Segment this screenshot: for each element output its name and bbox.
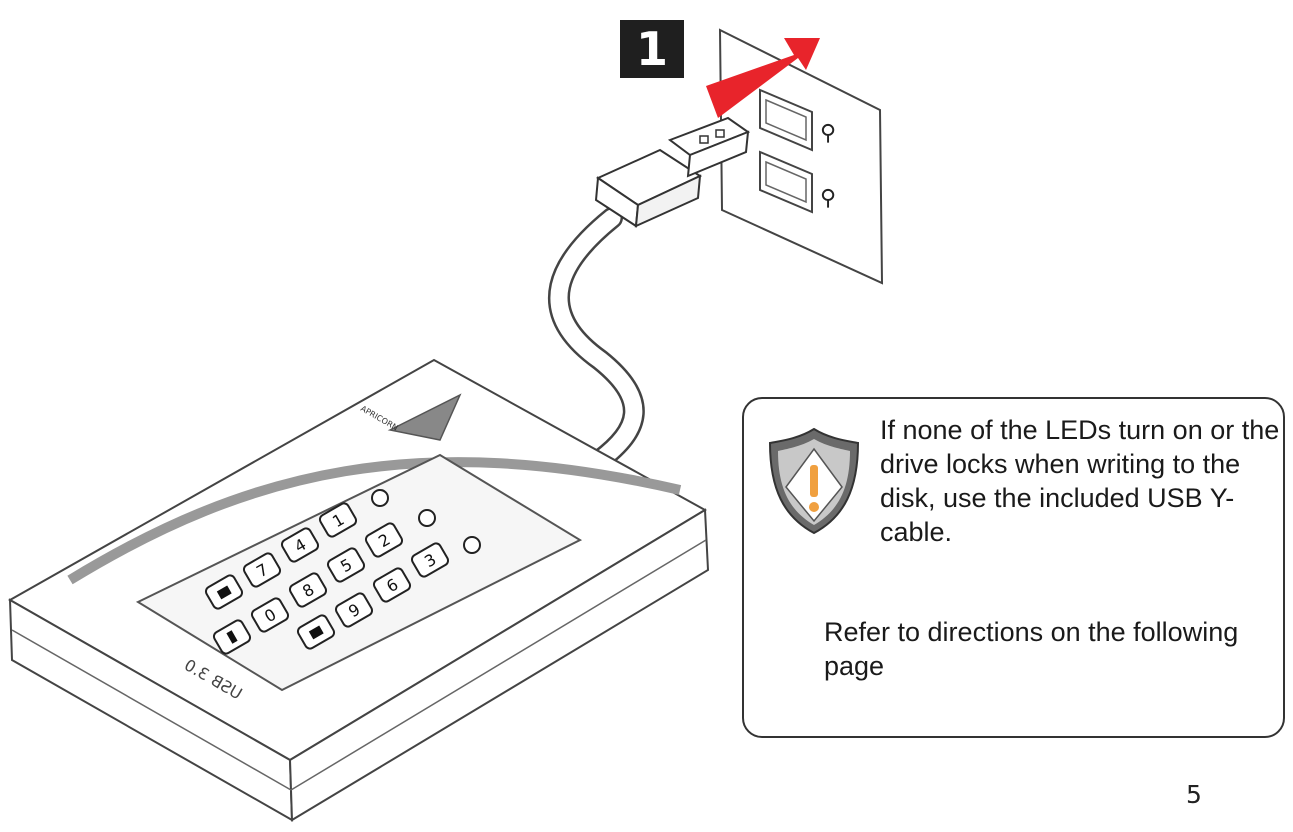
keypad-key[interactable]: 4 — [280, 527, 320, 564]
page-number: 5 — [1186, 780, 1202, 809]
warning-shield-icon — [768, 427, 860, 535]
step-number-badge: 1 — [620, 20, 684, 78]
usb-plug — [594, 116, 751, 228]
usb-port-top-frame — [759, 88, 813, 152]
keypad-key[interactable]: 1 — [318, 502, 358, 539]
shift-key-icon[interactable] — [212, 619, 252, 656]
usb-cable — [548, 207, 645, 471]
keypad-key[interactable]: 6 — [372, 567, 412, 604]
insert-arrow-icon — [706, 38, 820, 118]
encrypted-drive: APRICORN USB 3.0 — [7, 358, 710, 822]
keypad-key[interactable]: 3 — [410, 542, 450, 579]
keypad-key[interactable]: 5 — [326, 547, 366, 584]
led-indicator-icon — [371, 489, 389, 507]
warning-note-box: If none of the LEDs turn on or the drive… — [742, 397, 1285, 738]
reference-note-text: Refer to directions on the following pag… — [824, 617, 1239, 681]
warning-note-text: If none of the LEDs turn on or the drive… — [880, 415, 1280, 547]
usb-symbol-icon: ⚲ — [820, 186, 836, 211]
keypad-key[interactable]: 0 — [250, 597, 290, 634]
usb-symbol-icon: ⚲ — [820, 121, 836, 146]
unlock-key-icon[interactable] — [296, 614, 336, 651]
keypad-key[interactable]: 9 — [334, 592, 374, 629]
keypad-key[interactable]: 8 — [288, 572, 328, 609]
usb-port-bottom-frame — [759, 150, 813, 214]
keypad-key[interactable]: 2 — [364, 522, 404, 559]
keypad: 1 2 3 4 5 6 7 8 — [204, 489, 481, 656]
led-indicator-icon — [463, 536, 481, 554]
brand-logo-icon — [387, 393, 462, 441]
led-indicator-icon — [418, 509, 436, 527]
keypad-key[interactable]: 7 — [242, 552, 282, 589]
computer-usb-panel: ⚲ ⚲ — [718, 28, 884, 285]
lock-key-icon[interactable] — [204, 574, 244, 611]
